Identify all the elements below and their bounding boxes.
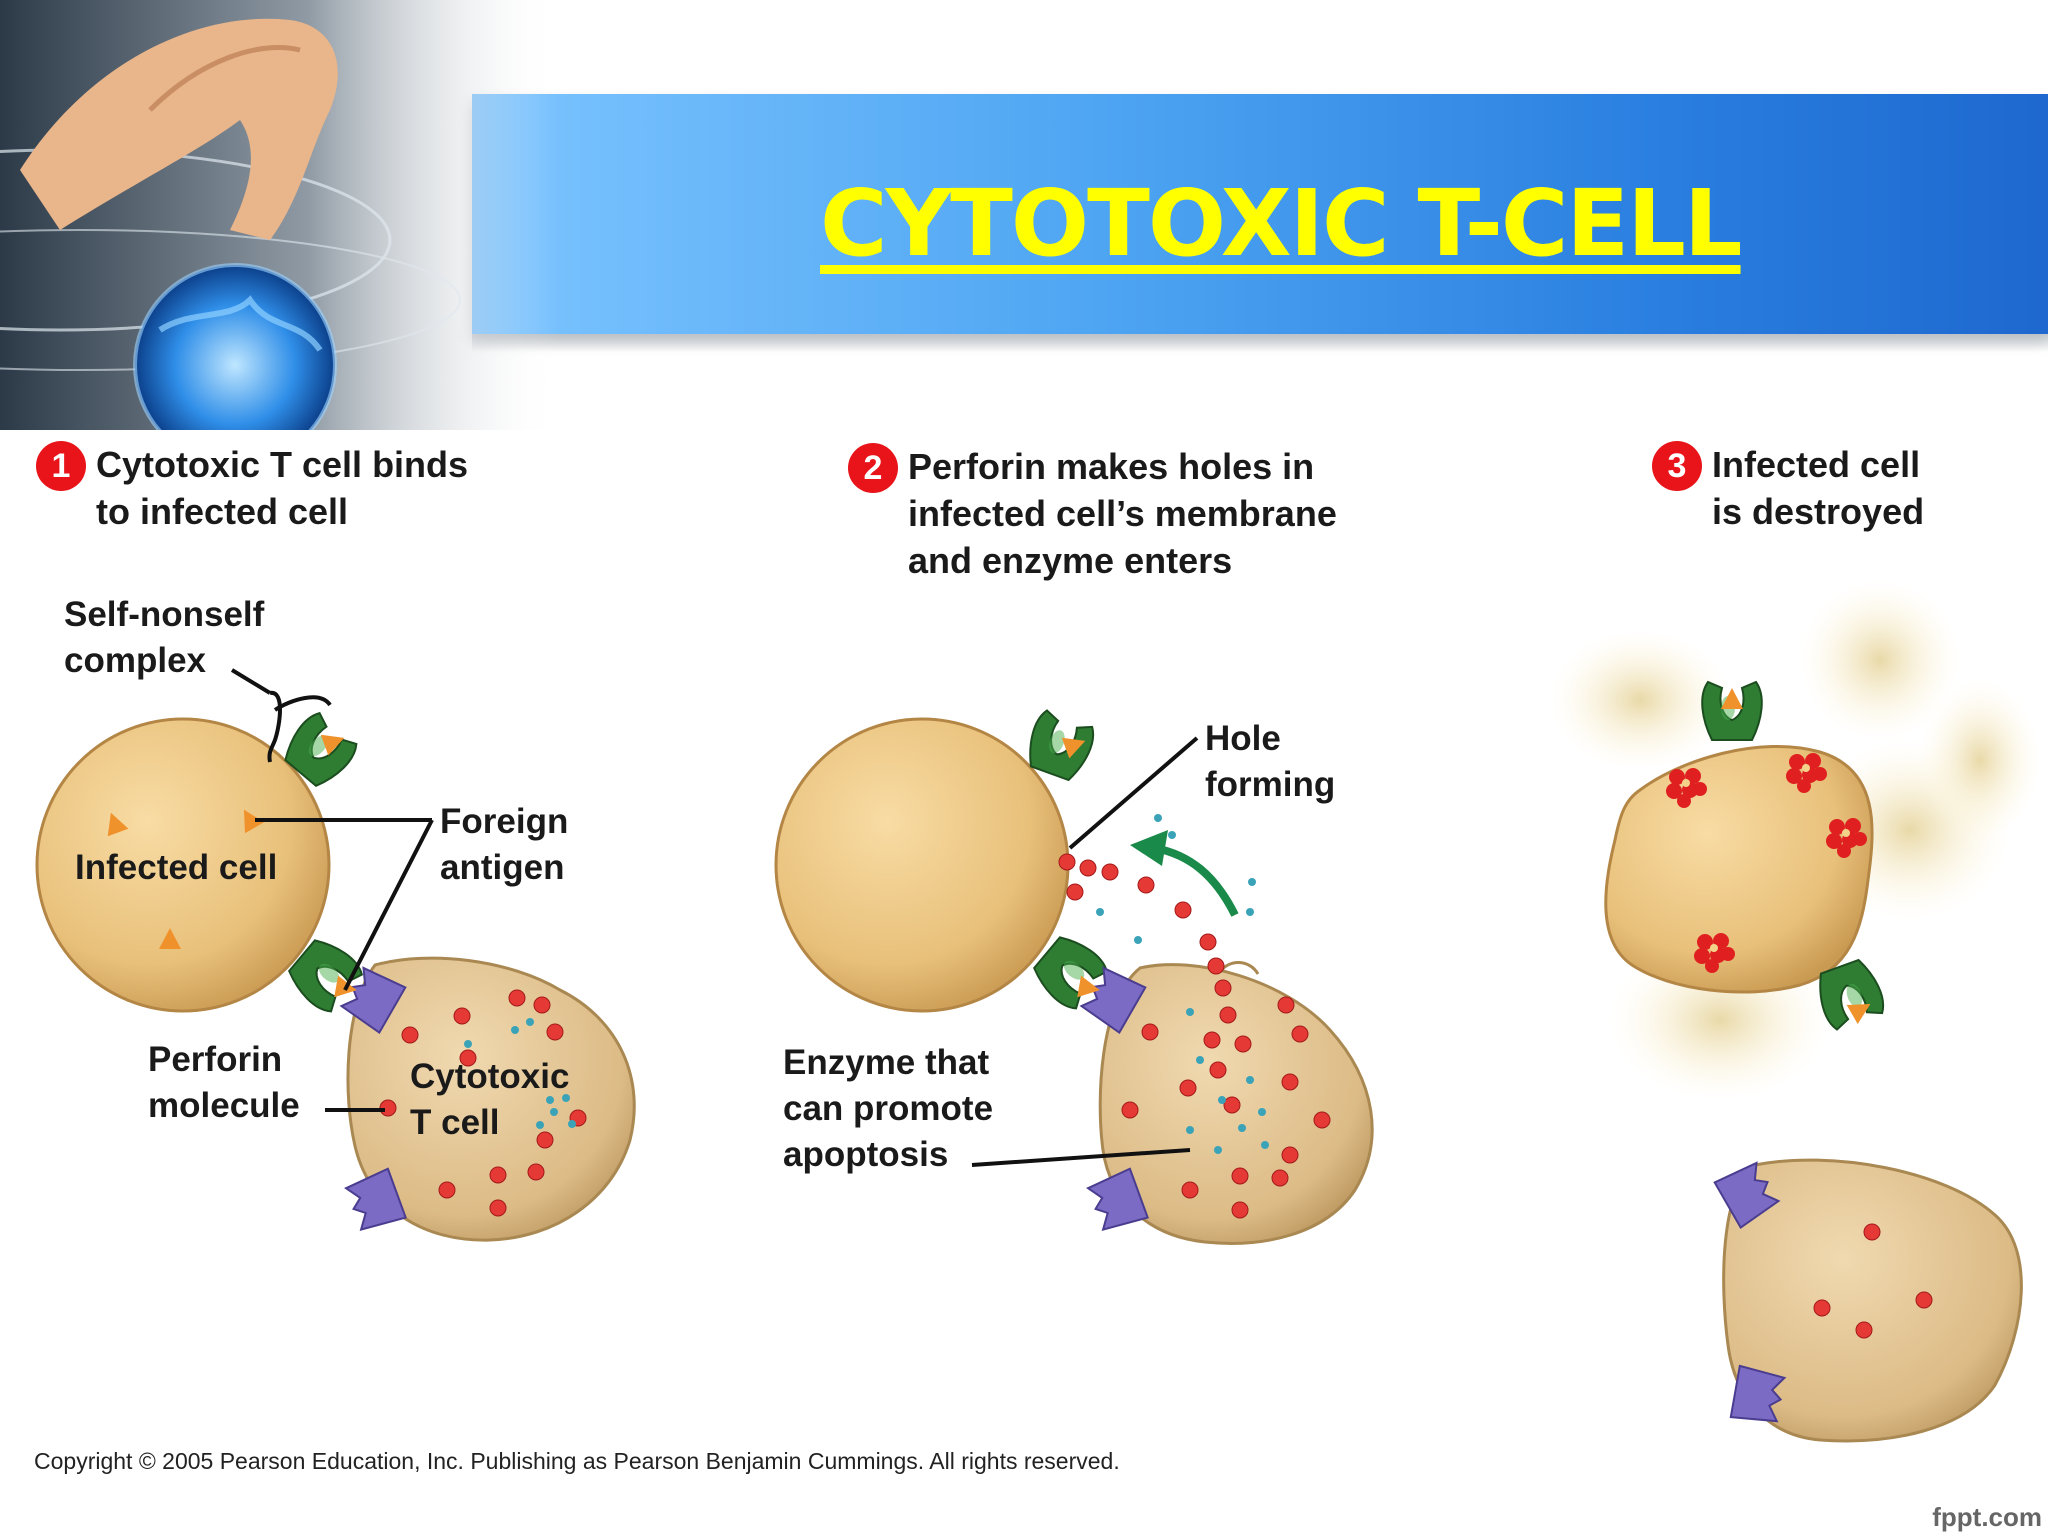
infected-cell-label: Infected cell	[75, 848, 278, 887]
infected-cell-1	[35, 717, 331, 1013]
infected-cell-2	[774, 717, 1070, 1013]
step-3-text: Infected cell is destroyed	[1712, 444, 1925, 532]
brand-watermark: fppt.com	[1932, 1502, 2042, 1532]
copyright-text: Copyright © 2005 Pearson Education, Inc.…	[34, 1448, 1120, 1474]
panel-3	[1550, 580, 2040, 1443]
self-nonself-bracket	[230, 668, 332, 763]
hand-globe-image	[0, 0, 560, 430]
panel-2	[774, 707, 1374, 1245]
enzyme-label: Enzyme that can promote apoptosis	[783, 1043, 994, 1174]
panel-1	[35, 668, 636, 1242]
enzyme-arrow	[1154, 844, 1239, 917]
detached-t-cell	[1722, 1158, 2023, 1443]
enzyme-arrow-head	[1130, 830, 1168, 866]
title-banner	[472, 94, 2048, 352]
step-3-badge: 3	[1652, 441, 1702, 491]
step-2-badge: 2	[848, 443, 898, 493]
step-1-text: Cytotoxic T cell binds to infected cell	[96, 444, 469, 532]
destroyed-cell	[1604, 745, 1874, 994]
enzyme-leader-line	[971, 1148, 1191, 1167]
hole-forming-line	[1068, 736, 1199, 850]
slide-title: CYTOTOXIC T-CELL	[820, 170, 1743, 277]
hole-forming-label: Hole forming	[1205, 719, 1336, 804]
step-1-badge: 1	[36, 441, 86, 491]
self-nonself-label: Self-nonself complex	[64, 595, 265, 680]
cytotoxic-t-cell-label: Cytotoxic T cell	[410, 1057, 570, 1142]
perforin-molecule-label: Perforin molecule	[148, 1040, 300, 1125]
foreign-antigen-line-2	[343, 819, 434, 991]
step-2-text: Perforin makes holes in infected cell’s …	[908, 446, 1337, 581]
foreign-antigen-label: Foreign antigen	[440, 802, 569, 887]
